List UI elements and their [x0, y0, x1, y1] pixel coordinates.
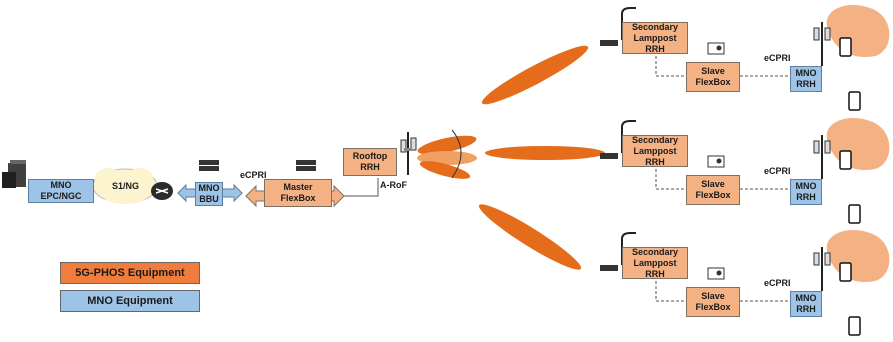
- legend-mno: MNO Equipment: [60, 290, 200, 312]
- branch-graphics-3: [600, 229, 890, 336]
- lamppost-rrh-box: Secondary Lamppost RRH: [622, 135, 688, 167]
- phone-icon: [839, 37, 852, 57]
- device-icon: [707, 155, 725, 168]
- beam-middle: [485, 146, 605, 160]
- rooftop-antenna-icon: [400, 132, 417, 175]
- branch-graphics-2: [600, 117, 890, 224]
- ecpri-label: eCPRI: [764, 53, 791, 63]
- phone-icon: [839, 150, 852, 170]
- coverage-area: [826, 229, 890, 282]
- device-icon: [707, 42, 725, 55]
- s1ng-label: S1/NG: [112, 181, 140, 191]
- coverage-area: [826, 4, 890, 57]
- mno-rrh-box: MNO RRH: [790, 179, 822, 205]
- branch-graphics-1: [600, 4, 890, 111]
- server-icon: [2, 160, 26, 188]
- beam-top: [481, 45, 589, 105]
- antenna-icon: [813, 22, 831, 66]
- cloud-icon: [92, 168, 158, 204]
- master-server-icon: [296, 160, 316, 171]
- slave-flexbox: Slave FlexBox: [686, 62, 740, 92]
- phone-icon: [848, 316, 861, 336]
- ecpri-left-label: eCPRI: [240, 170, 267, 180]
- phone-icon: [848, 91, 861, 111]
- ecpri-label: eCPRI: [764, 278, 791, 288]
- router-icon: [151, 182, 173, 200]
- phone-icon: [848, 204, 861, 224]
- lamppost-rrh-box: Secondary Lamppost RRH: [622, 22, 688, 54]
- lamppost-icon: [600, 120, 636, 159]
- mno-bbu-box: MNO BBU: [195, 182, 223, 206]
- mno-rrh-box: MNO RRH: [790, 66, 822, 92]
- antenna-icon: [813, 135, 831, 179]
- lamppost-rrh-box: Secondary Lamppost RRH: [622, 247, 688, 279]
- antenna-icon: [813, 247, 831, 291]
- rooftop-rrh-box: Rooftop RRH: [343, 148, 397, 176]
- mno-core-box: MNO EPC/NGC: [28, 179, 94, 203]
- slave-flexbox: Slave FlexBox: [686, 287, 740, 317]
- phone-icon: [839, 262, 852, 282]
- lamppost-icon: [600, 232, 636, 271]
- legend-phos: 5G-PHOS Equipment: [60, 262, 200, 284]
- slave-flexbox: Slave FlexBox: [686, 175, 740, 205]
- ecpri-label: eCPRI: [764, 166, 791, 176]
- device-icon: [707, 267, 725, 280]
- coverage-area: [826, 117, 890, 170]
- beam-bottom: [478, 204, 582, 270]
- master-flexbox: Master FlexBox: [264, 179, 332, 207]
- rooftop-beams: [417, 129, 477, 179]
- mno-rrh-box: MNO RRH: [790, 291, 822, 317]
- bbu-server-icon: [199, 160, 219, 171]
- lamppost-icon: [600, 7, 636, 46]
- arof-label: A-RoF: [380, 180, 407, 190]
